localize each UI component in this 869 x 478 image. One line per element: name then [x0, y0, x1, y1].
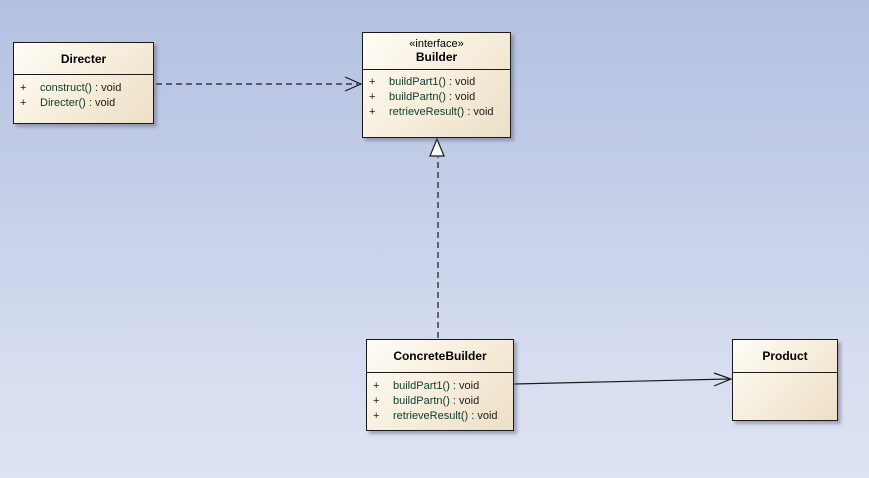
operations-compartment: + construct() : void + Directer() : void [14, 75, 153, 111]
class-header: Product [733, 340, 837, 373]
operation-row[interactable]: + buildPartn() : void [367, 394, 513, 409]
operation-return-type: : void [91, 82, 122, 94]
association-open-arrowhead [713, 372, 733, 387]
operation-name: buildPartn() [393, 395, 450, 407]
association-line-concretebuilder-to-product[interactable] [513, 378, 730, 385]
class-name: ConcreteBuilder [393, 349, 487, 363]
visibility-marker: + [373, 380, 380, 392]
operation-name: retrieveResult() [393, 410, 469, 422]
dependency-open-arrowhead [344, 76, 363, 92]
class-header: Directer [14, 43, 153, 75]
operation-row[interactable]: + retrieveResult() : void [363, 105, 510, 120]
operation-name: buildPartn() [389, 91, 446, 103]
operation-row[interactable]: + buildPart1() : void [367, 379, 513, 394]
visibility-marker: + [369, 91, 376, 103]
class-header: ConcreteBuilder [367, 340, 513, 373]
class-concrete-builder[interactable]: ConcreteBuilder + buildPart1() : void + … [366, 339, 514, 431]
class-name: Product [762, 349, 808, 363]
visibility-marker: + [369, 76, 376, 88]
visibility-marker: + [369, 106, 376, 118]
stereotype-label: «interface» [409, 38, 464, 50]
operation-return-type: : void [464, 106, 494, 118]
visibility-marker: + [20, 97, 27, 109]
visibility-marker: + [373, 410, 380, 422]
operation-name: buildPart1() [389, 76, 446, 88]
class-product[interactable]: Product [732, 339, 838, 421]
class-directer[interactable]: Directer + construct() : void + Directer… [13, 42, 154, 124]
operations-compartment: + buildPart1() : void + buildPartn() : v… [367, 373, 513, 424]
class-name: Builder [415, 50, 458, 64]
operation-return-type: : void [445, 91, 476, 103]
operation-return-type: : void [449, 380, 480, 392]
operation-return-type: : void [468, 410, 498, 422]
operation-return-type: : void [85, 97, 116, 109]
operation-row[interactable]: + retrieveResult() : void [367, 409, 513, 424]
operation-row[interactable]: + construct() : void [14, 81, 153, 96]
class-name: Directer [60, 51, 107, 66]
operation-row[interactable]: + buildPart1() : void [363, 75, 510, 90]
realization-hollow-triangle [429, 137, 445, 157]
operation-return-type: : void [445, 76, 476, 88]
class-header: «interface» Builder [363, 33, 510, 70]
visibility-marker: + [373, 395, 380, 407]
visibility-marker: + [20, 82, 27, 94]
operation-name: Directer() [40, 97, 86, 109]
operation-row[interactable]: + Directer() : void [14, 96, 153, 111]
operation-name: retrieveResult() [389, 106, 465, 118]
class-builder[interactable]: «interface» Builder + buildPart1() : voi… [362, 32, 511, 138]
operation-name: construct() [40, 82, 92, 94]
operation-row[interactable]: + buildPartn() : void [363, 90, 510, 105]
operations-compartment: + buildPart1() : void + buildPartn() : v… [363, 70, 510, 120]
operation-return-type: : void [449, 395, 480, 407]
operation-name: buildPart1() [393, 380, 450, 392]
operations-compartment [733, 373, 837, 379]
